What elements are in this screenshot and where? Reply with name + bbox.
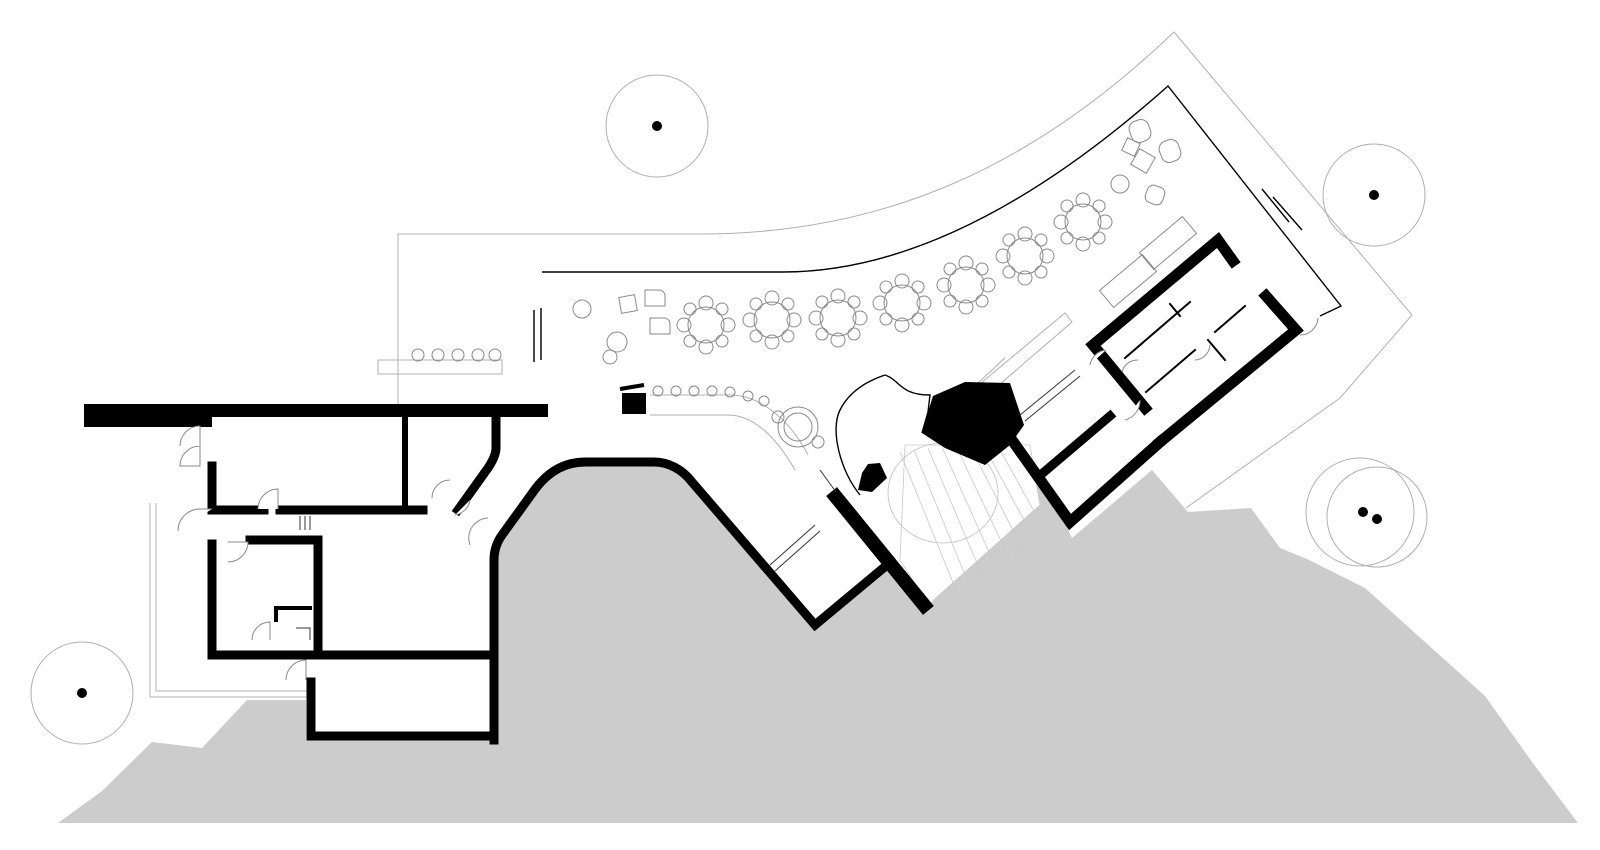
bench-seat — [652, 385, 664, 397]
door-swing — [179, 425, 201, 447]
round-table — [1053, 192, 1113, 252]
long-table — [1098, 253, 1158, 309]
deck-hatch — [887, 442, 1041, 606]
door-swing — [177, 508, 212, 532]
round-table — [771, 406, 825, 449]
glazing — [296, 369, 1081, 640]
stool — [572, 299, 592, 319]
building-walls — [84, 231, 1304, 745]
lounge-chair — [1158, 138, 1182, 164]
door-swing — [1194, 344, 1211, 361]
bench-seat — [758, 395, 770, 407]
doors — [177, 317, 1319, 681]
door-swing — [179, 445, 201, 467]
lounge-chair — [1121, 137, 1141, 157]
tree-canopy — [1305, 457, 1428, 568]
tree-canopy — [30, 641, 134, 745]
lounge-chair — [1144, 184, 1166, 206]
boulder — [835, 374, 1024, 496]
lounge-chair — [649, 317, 671, 335]
outdoor-tables — [411, 118, 1198, 449]
stool — [1110, 174, 1130, 194]
door-swing — [1121, 359, 1139, 373]
bench-seat — [670, 385, 682, 397]
tree-canopy — [605, 74, 709, 178]
fireplace-block — [622, 393, 646, 414]
bench-seat — [431, 348, 445, 362]
door-swing — [227, 541, 249, 563]
bench-seat — [706, 385, 718, 397]
tree-canopy — [1322, 143, 1426, 247]
round-table — [995, 226, 1055, 286]
door-swing — [257, 488, 279, 510]
door-swing — [1089, 349, 1107, 366]
lounge-chair — [1128, 118, 1152, 144]
terrain-hillside — [58, 460, 1578, 823]
fireplace-flue — [619, 383, 645, 391]
lounge-chair — [1130, 148, 1156, 174]
bench-seat — [724, 386, 736, 398]
bench-seat — [488, 348, 502, 362]
door-swing — [431, 479, 451, 499]
stool — [602, 349, 618, 365]
round-table — [872, 273, 932, 333]
door-swing — [468, 517, 489, 546]
stool — [606, 331, 628, 353]
bench-seat — [471, 348, 485, 362]
door-swing — [1299, 317, 1319, 336]
door-swing — [285, 659, 307, 681]
long-table — [1138, 215, 1198, 271]
door-swing — [1124, 399, 1141, 421]
bench-seat — [688, 385, 700, 397]
round-table — [936, 255, 996, 315]
round-table — [742, 290, 802, 350]
trees — [30, 74, 1428, 745]
bench-seat — [411, 348, 425, 362]
lounge-chair — [644, 289, 666, 307]
bench-seat — [742, 390, 754, 402]
door-swing — [454, 499, 471, 516]
bench-seat — [451, 348, 465, 362]
lounge-chair — [618, 294, 638, 314]
round-table — [676, 295, 736, 355]
round-table — [808, 288, 868, 348]
door-swing — [251, 621, 271, 641]
wall-top-thick — [84, 404, 212, 427]
